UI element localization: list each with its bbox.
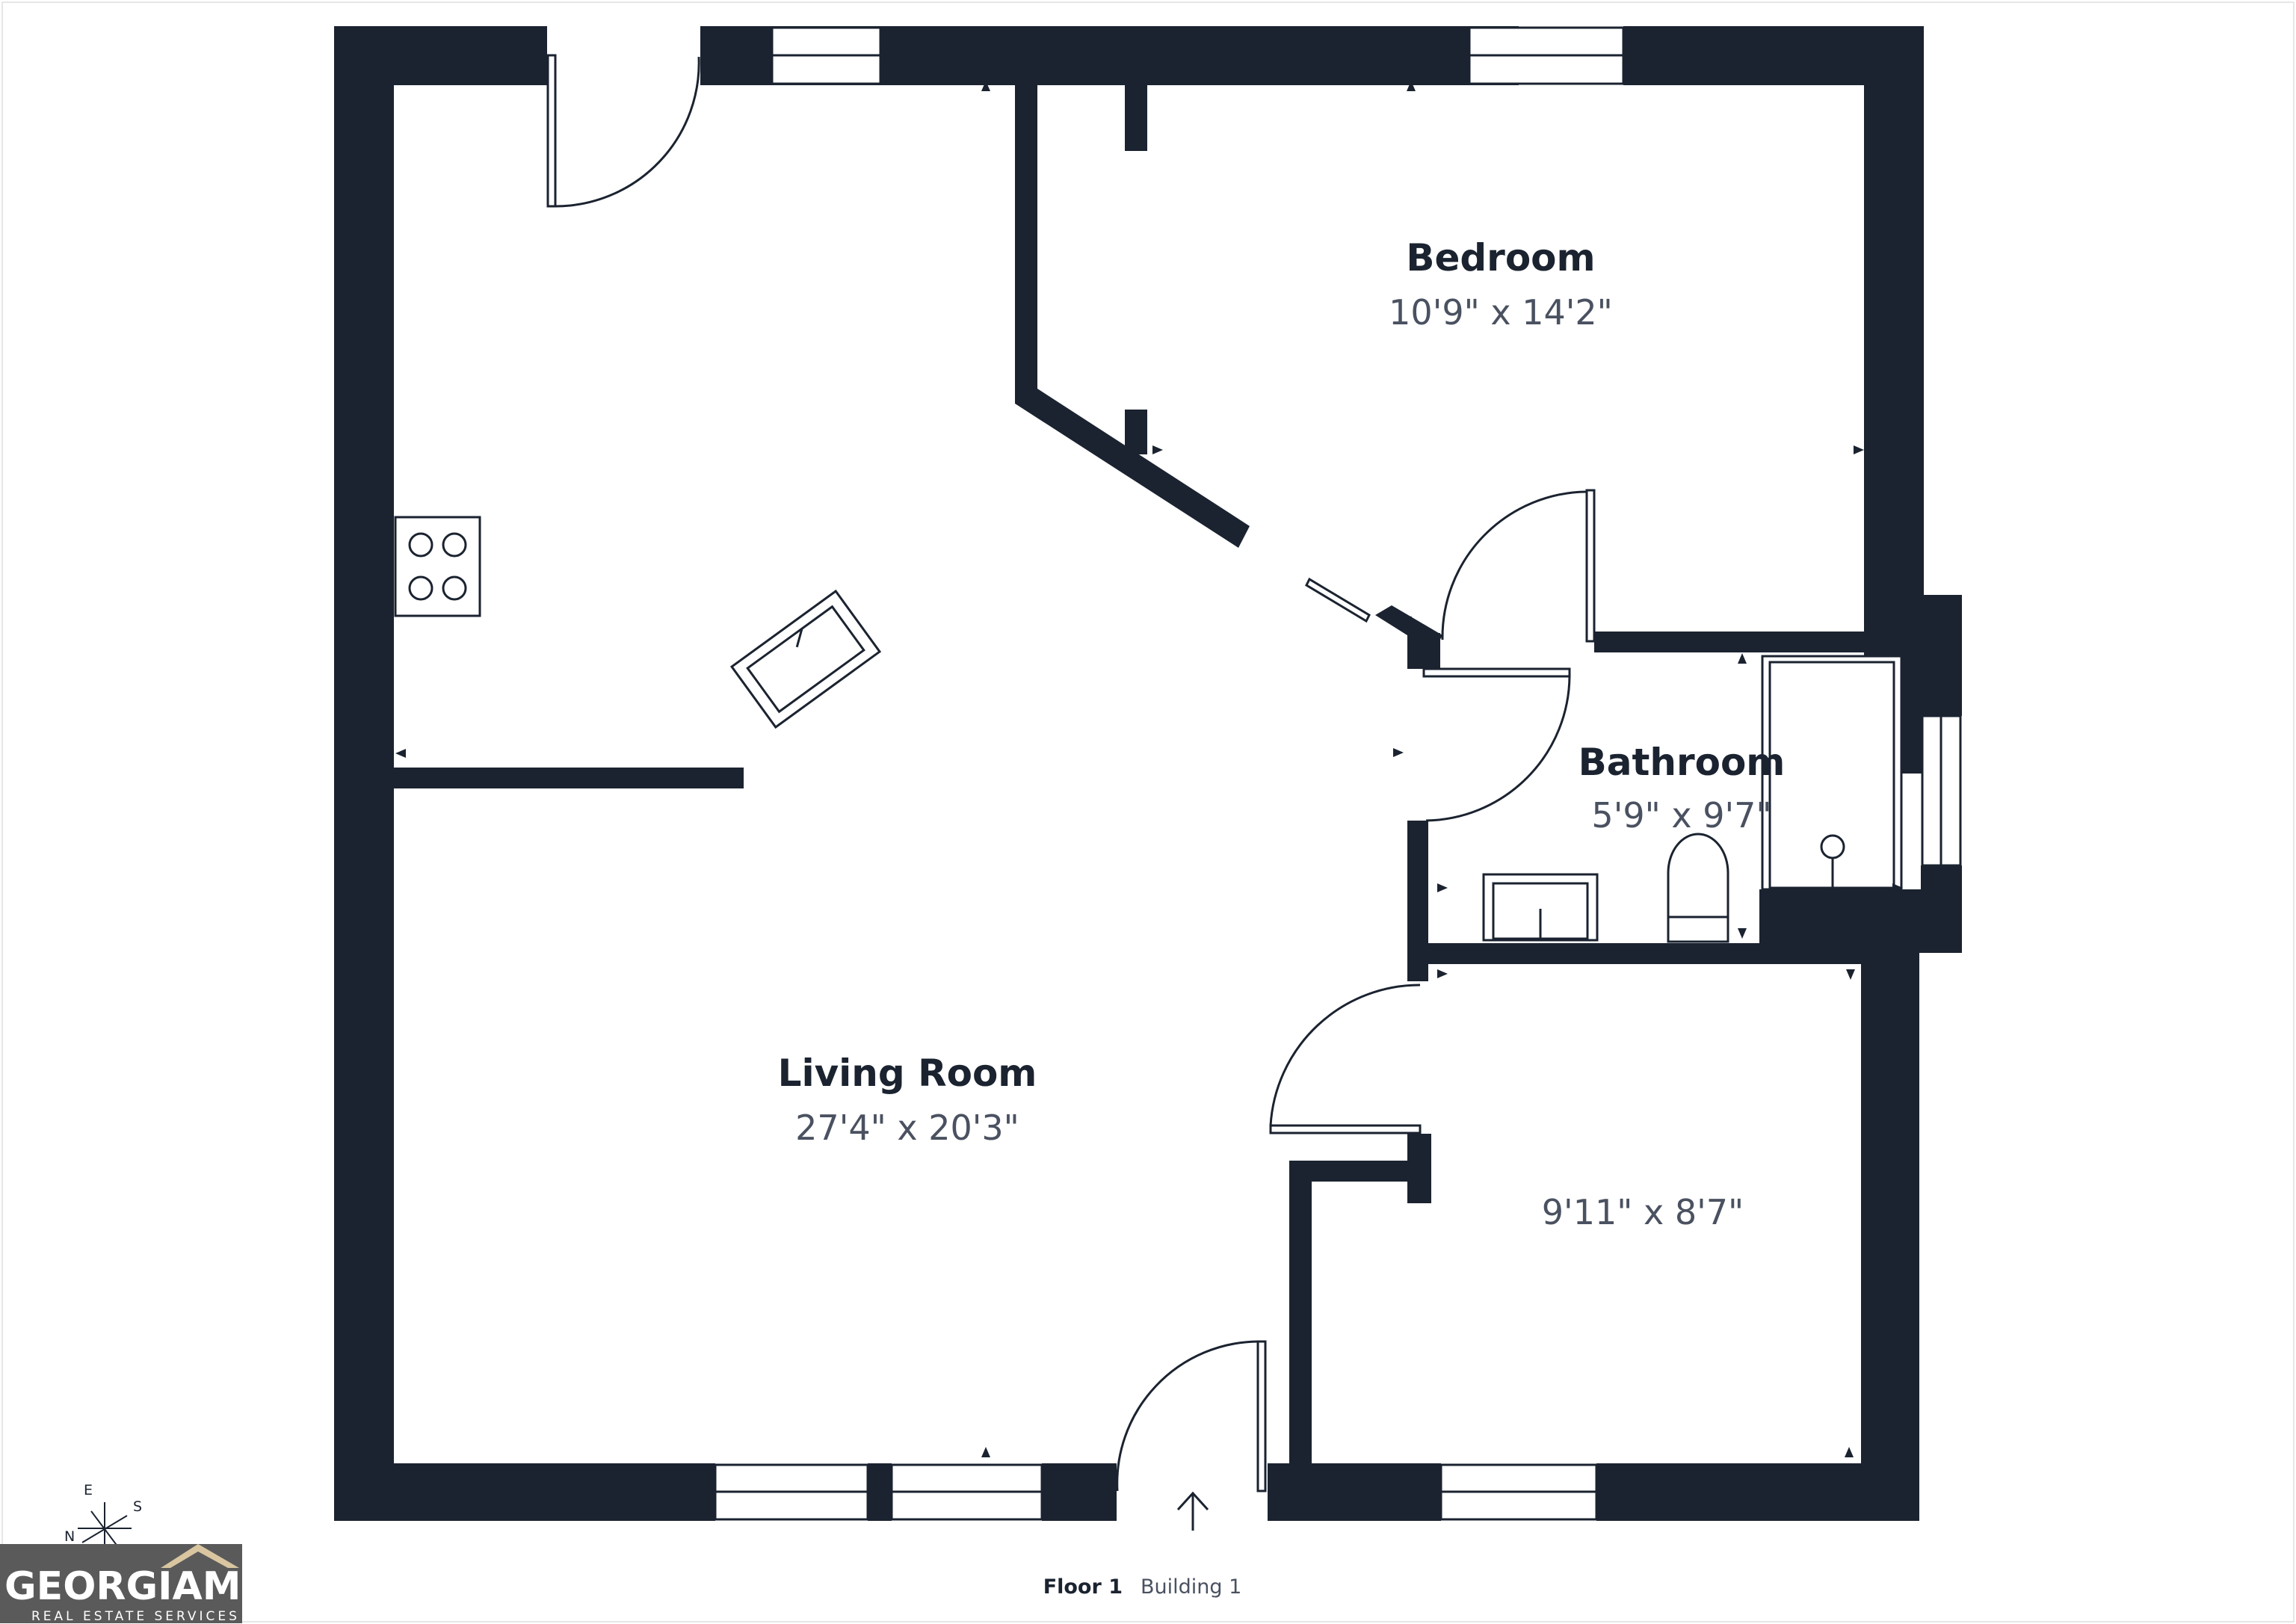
bathroom-name: Bathroom — [1578, 741, 1786, 784]
doors — [546, 54, 1596, 1492]
marker-4 — [1152, 445, 1163, 454]
wall-smallroom-stub — [1407, 1134, 1431, 1203]
dimension-markers — [395, 81, 1903, 1457]
door-smallroom-swing — [1269, 984, 1421, 1126]
windows — [714, 26, 1962, 1521]
wall-kitchen-divider — [394, 768, 744, 788]
wall-right-upper — [1864, 26, 1924, 774]
compass-s: S — [133, 1498, 142, 1515]
entrance-arrow-icon — [1176, 1491, 1209, 1531]
marker-13 — [981, 1447, 990, 1457]
wall-right-lower — [1861, 953, 1919, 1521]
wall-smallroom-left — [1289, 1161, 1312, 1463]
marker-1 — [981, 81, 990, 91]
wall-bathroom-corner — [1407, 633, 1440, 669]
shower-icon — [1761, 655, 1903, 891]
door-bathroom-leaf — [1422, 667, 1571, 678]
wall-bedroom-diagonal — [1015, 389, 1250, 548]
compass-e: E — [84, 1482, 93, 1498]
wall-bedroom-stub-top — [1125, 85, 1147, 151]
marker-14 — [1845, 1447, 1854, 1457]
wall-bathroom-top — [1594, 632, 1864, 652]
marker-10 — [1738, 928, 1747, 939]
door-diagonal-leaf — [1305, 577, 1371, 623]
marker-3 — [1854, 445, 1864, 454]
marker-5 — [1407, 616, 1416, 626]
wall-bumpout-bottom — [1921, 865, 1962, 953]
wall-bottom-right-b — [1596, 1463, 1919, 1521]
fixtures — [394, 516, 1903, 943]
door-top-swing — [555, 56, 700, 208]
toilet-icon — [1667, 833, 1729, 943]
bedroom-name: Bedroom — [1406, 236, 1595, 280]
door-bedroom-swing — [1441, 490, 1587, 640]
footer-floor: Floor 1 — [1043, 1575, 1123, 1599]
sink-icon — [1482, 873, 1599, 942]
compass-n: N — [64, 1528, 75, 1545]
door-bathroom-swing — [1425, 676, 1571, 822]
wall-bedroom-stub-mid — [1125, 410, 1147, 454]
wall-bedroom-left — [1015, 85, 1037, 399]
living-room-dimensions: 27'4" x 20'3" — [795, 1108, 1019, 1148]
stove-icon — [394, 516, 481, 617]
kitchen-sink-icon — [729, 589, 882, 729]
marker-8 — [1738, 653, 1747, 664]
logo-brand: GEORGIAMLS — [4, 1564, 294, 1609]
georgia-mls-logo: GEORGIAMLS REAL ESTATE SERVICES — [0, 1544, 294, 1624]
door-smallroom-leaf — [1269, 1124, 1422, 1134]
bathroom-dimensions: 5'9" x 9'7" — [1591, 795, 1771, 836]
marker-11 — [1437, 969, 1448, 978]
living-room-name: Living Room — [778, 1052, 1037, 1095]
wall-left — [334, 26, 394, 1521]
door-bottom-swing — [1116, 1340, 1259, 1492]
wall-bottom-mid-b — [1042, 1463, 1117, 1521]
door-bedroom-leaf — [1585, 489, 1596, 643]
marker-12 — [1846, 969, 1855, 980]
marker-9 — [1437, 883, 1448, 892]
wall-bumpout-top — [1921, 595, 1962, 716]
wall-bottom-mid-a — [868, 1463, 892, 1521]
logo-roof-icon — [161, 1544, 239, 1568]
logo-tagline: REAL ESTATE SERVICES — [31, 1609, 240, 1624]
wall-bottom-join — [1268, 1463, 1320, 1521]
marker-6 — [395, 749, 406, 758]
door-top-leaf — [546, 54, 557, 208]
door-bottom-leaf — [1256, 1340, 1267, 1492]
wall-bottom-left — [334, 1463, 715, 1521]
bedroom-dimensions: 10'9" x 14'2" — [1389, 292, 1613, 333]
unnamed-room-dimensions: 9'11" x 8'7" — [1542, 1192, 1744, 1232]
marker-2 — [1407, 81, 1416, 91]
marker-7 — [1393, 748, 1404, 757]
wall-bumpout-inner — [1759, 889, 1921, 953]
footer-building: Building 1 — [1141, 1575, 1241, 1599]
marker-15 — [1892, 883, 1903, 892]
